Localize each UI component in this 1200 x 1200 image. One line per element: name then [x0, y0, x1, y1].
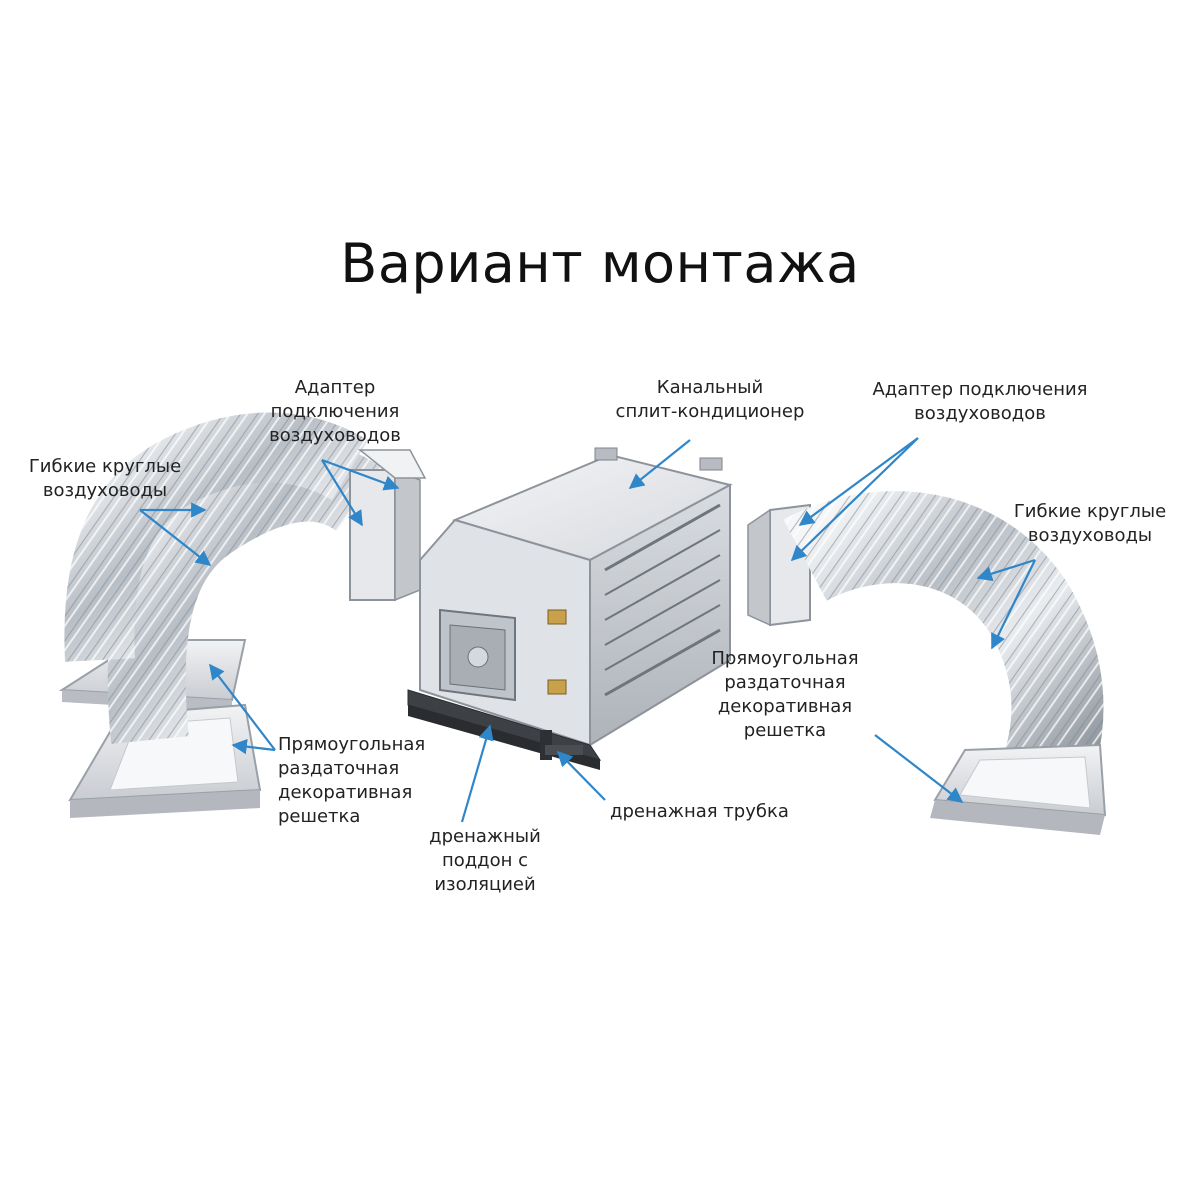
arrow-adapter-left-1 — [321, 459, 363, 527]
label-line: воздуховодов — [269, 425, 401, 446]
arrow-flex-right-2 — [991, 559, 1036, 650]
label-line: решетка — [743, 720, 827, 741]
leader-arrows — [139, 437, 1036, 823]
page-title: Вариант монтажа — [340, 232, 860, 295]
arrow-drain-pan — [460, 724, 494, 823]
label-unit: Канальный сплит-кондиционер — [590, 376, 830, 424]
arrow-grille-left-2 — [231, 738, 276, 755]
label-line: воздуховоды — [42, 480, 168, 501]
label-line: Прямоугольная — [711, 648, 859, 669]
duct-unit-icon — [407, 447, 733, 770]
label-line: Канальный — [656, 377, 764, 398]
label-line: Адаптер — [294, 377, 376, 398]
arrow-flex-right-1 — [976, 558, 1036, 582]
arrow-adapter-right-1 — [798, 437, 919, 526]
label-line: дренажный — [429, 826, 541, 847]
label-line: Адаптер подключения — [872, 379, 1088, 400]
label-line: решетка — [278, 806, 361, 827]
arrow-drain-tube — [556, 750, 606, 801]
label-line: воздуховодов — [914, 403, 1046, 424]
coil-fins-icon — [604, 503, 721, 697]
left-duct-assembly — [58, 412, 427, 818]
pipe-fittings-icon — [547, 609, 567, 695]
right-duct-assembly — [747, 491, 1107, 835]
label-line: раздаточная — [278, 758, 400, 779]
label-adapter-right: Адаптер подключения воздуховодов — [850, 378, 1110, 426]
label-line: изоляцией — [434, 874, 536, 895]
arrow-adapter-left-2 — [321, 458, 400, 491]
label-line: поддон с — [441, 850, 529, 871]
label-grille-right: Прямоугольная раздаточная декоративная р… — [690, 647, 880, 743]
label-drain-tube: дренажная трубка — [610, 801, 789, 822]
arrow-unit — [628, 439, 691, 489]
arrow-adapter-right-2 — [790, 437, 919, 562]
label-line: Гибкие круглые — [1013, 501, 1167, 522]
label-line: воздуховоды — [1027, 525, 1153, 546]
label-adapter-left: Адаптер подключения воздуховодов — [235, 376, 435, 448]
label-line: декоративная — [717, 696, 853, 717]
label-line: подключения — [270, 401, 400, 422]
label-line: декоративная — [278, 782, 413, 803]
control-box-icon — [439, 608, 516, 702]
label-line: Прямоугольная — [278, 734, 426, 755]
label-line: Гибкие круглые — [28, 456, 182, 477]
left-adapter-icon — [349, 449, 427, 602]
right-grille-icon — [930, 743, 1107, 835]
drain-tube-icon — [540, 730, 583, 760]
label-flex-ducts-right: Гибкие круглые воздуховоды — [1005, 500, 1175, 548]
label-drain-pan: дренажный поддон с изоляцией — [395, 825, 575, 897]
arrow-grille-left-1 — [209, 663, 276, 751]
label-line: раздаточная — [724, 672, 846, 693]
label-line: сплит-кондиционер — [615, 401, 805, 422]
arrow-grille-right — [874, 734, 964, 803]
left-flex-duct-icon — [64, 412, 384, 744]
label-grille-left: Прямоугольная раздаточная декоративная р… — [278, 733, 425, 829]
arrow-flex-left-1 — [139, 509, 212, 566]
right-flex-duct-icon — [783, 491, 1104, 808]
label-flex-ducts-left: Гибкие круглые воздуховоды — [5, 455, 205, 503]
